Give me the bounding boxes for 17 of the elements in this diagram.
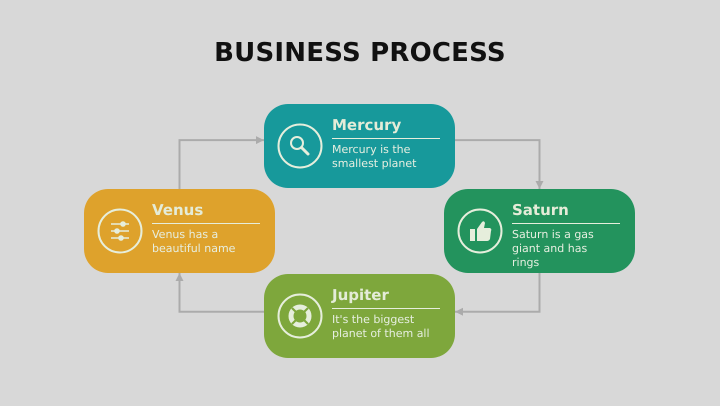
arrow: [455, 273, 540, 316]
process-card: [84, 189, 275, 273]
arrow: [176, 273, 264, 313]
process-card: [444, 189, 635, 273]
process-card: [264, 104, 455, 188]
card-description: Venus has a beautiful name: [152, 228, 236, 256]
card-heading: Mercury: [332, 115, 440, 139]
card-heading: Jupiter: [332, 285, 440, 309]
process-card: [264, 274, 455, 358]
card-description: Saturn is a gas giant and has rings: [512, 228, 595, 270]
diagram-title: BUSINESS PROCESS: [214, 38, 506, 68]
card-heading: Saturn: [512, 200, 620, 224]
card-description: It's the biggest planet of them all: [332, 313, 431, 341]
card-description: Mercury is the smallest planet: [332, 143, 418, 171]
arrow: [178, 136, 264, 189]
card-heading: Venus: [152, 200, 260, 224]
arrow: [455, 139, 544, 189]
